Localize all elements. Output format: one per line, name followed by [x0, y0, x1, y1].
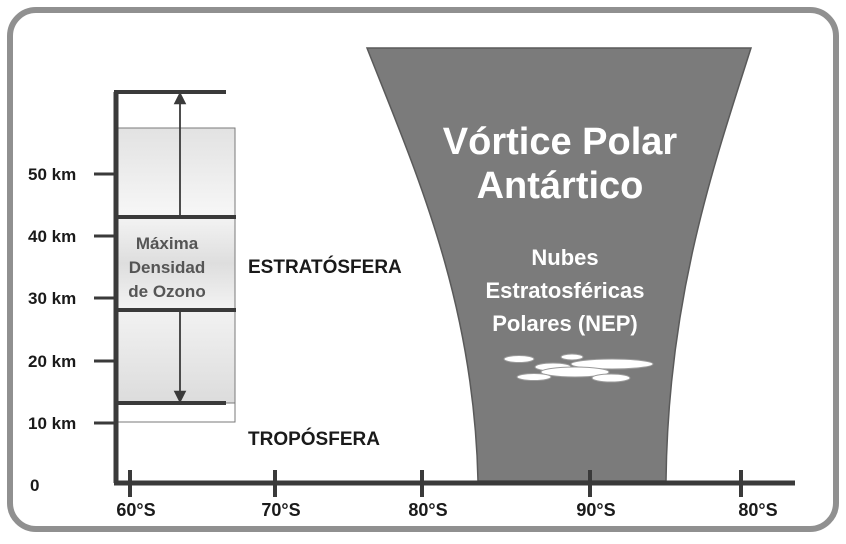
- troposphere-label: TROPÓSFERA: [248, 428, 380, 450]
- cloud-ellipse: [570, 358, 654, 370]
- nep-label-line2: Estratosféricas: [486, 278, 645, 303]
- stratosphere-label: ESTRATÓSFERA: [248, 256, 402, 278]
- cloud-ellipse: [540, 366, 610, 378]
- y-label-30km: 30 km: [28, 289, 76, 308]
- vortex-title-line2: Antártico: [477, 165, 644, 207]
- cloud-ellipse: [591, 373, 631, 383]
- cloud-ellipse: [503, 355, 535, 363]
- nep-label-line1: Nubes: [531, 245, 598, 270]
- x-label-80s-left: 80°S: [408, 500, 447, 520]
- x-label-80s-right: 80°S: [738, 500, 777, 520]
- ozone-band-lower: [115, 309, 236, 404]
- ozone-band-upper: [115, 127, 236, 218]
- x-label-60s: 60°S: [116, 500, 155, 520]
- x-label-90s: 90°S: [576, 500, 615, 520]
- y-label-40km: 40 km: [28, 227, 76, 246]
- nep-label-line3: Polares (NEP): [492, 311, 638, 336]
- cloud-ellipse: [560, 353, 584, 361]
- tropopause-band: [115, 402, 236, 423]
- ozone-label-line1: Máxima: [136, 234, 199, 253]
- vortex-title-line1: Vórtice Polar: [443, 121, 678, 163]
- ozone-label-line3: de Ozono: [128, 282, 205, 301]
- y-label-20km: 20 km: [28, 352, 76, 371]
- x-label-70s: 70°S: [261, 500, 300, 520]
- y-label-50km: 50 km: [28, 165, 76, 184]
- nep-clouds: [503, 353, 654, 383]
- ozone-label-line2: Densidad: [129, 258, 206, 277]
- cloud-ellipse: [516, 373, 552, 381]
- y-label-10km: 10 km: [28, 414, 76, 433]
- x-ticks: [128, 470, 743, 497]
- y-ticks: [94, 172, 116, 425]
- y-label-0: 0: [30, 476, 39, 495]
